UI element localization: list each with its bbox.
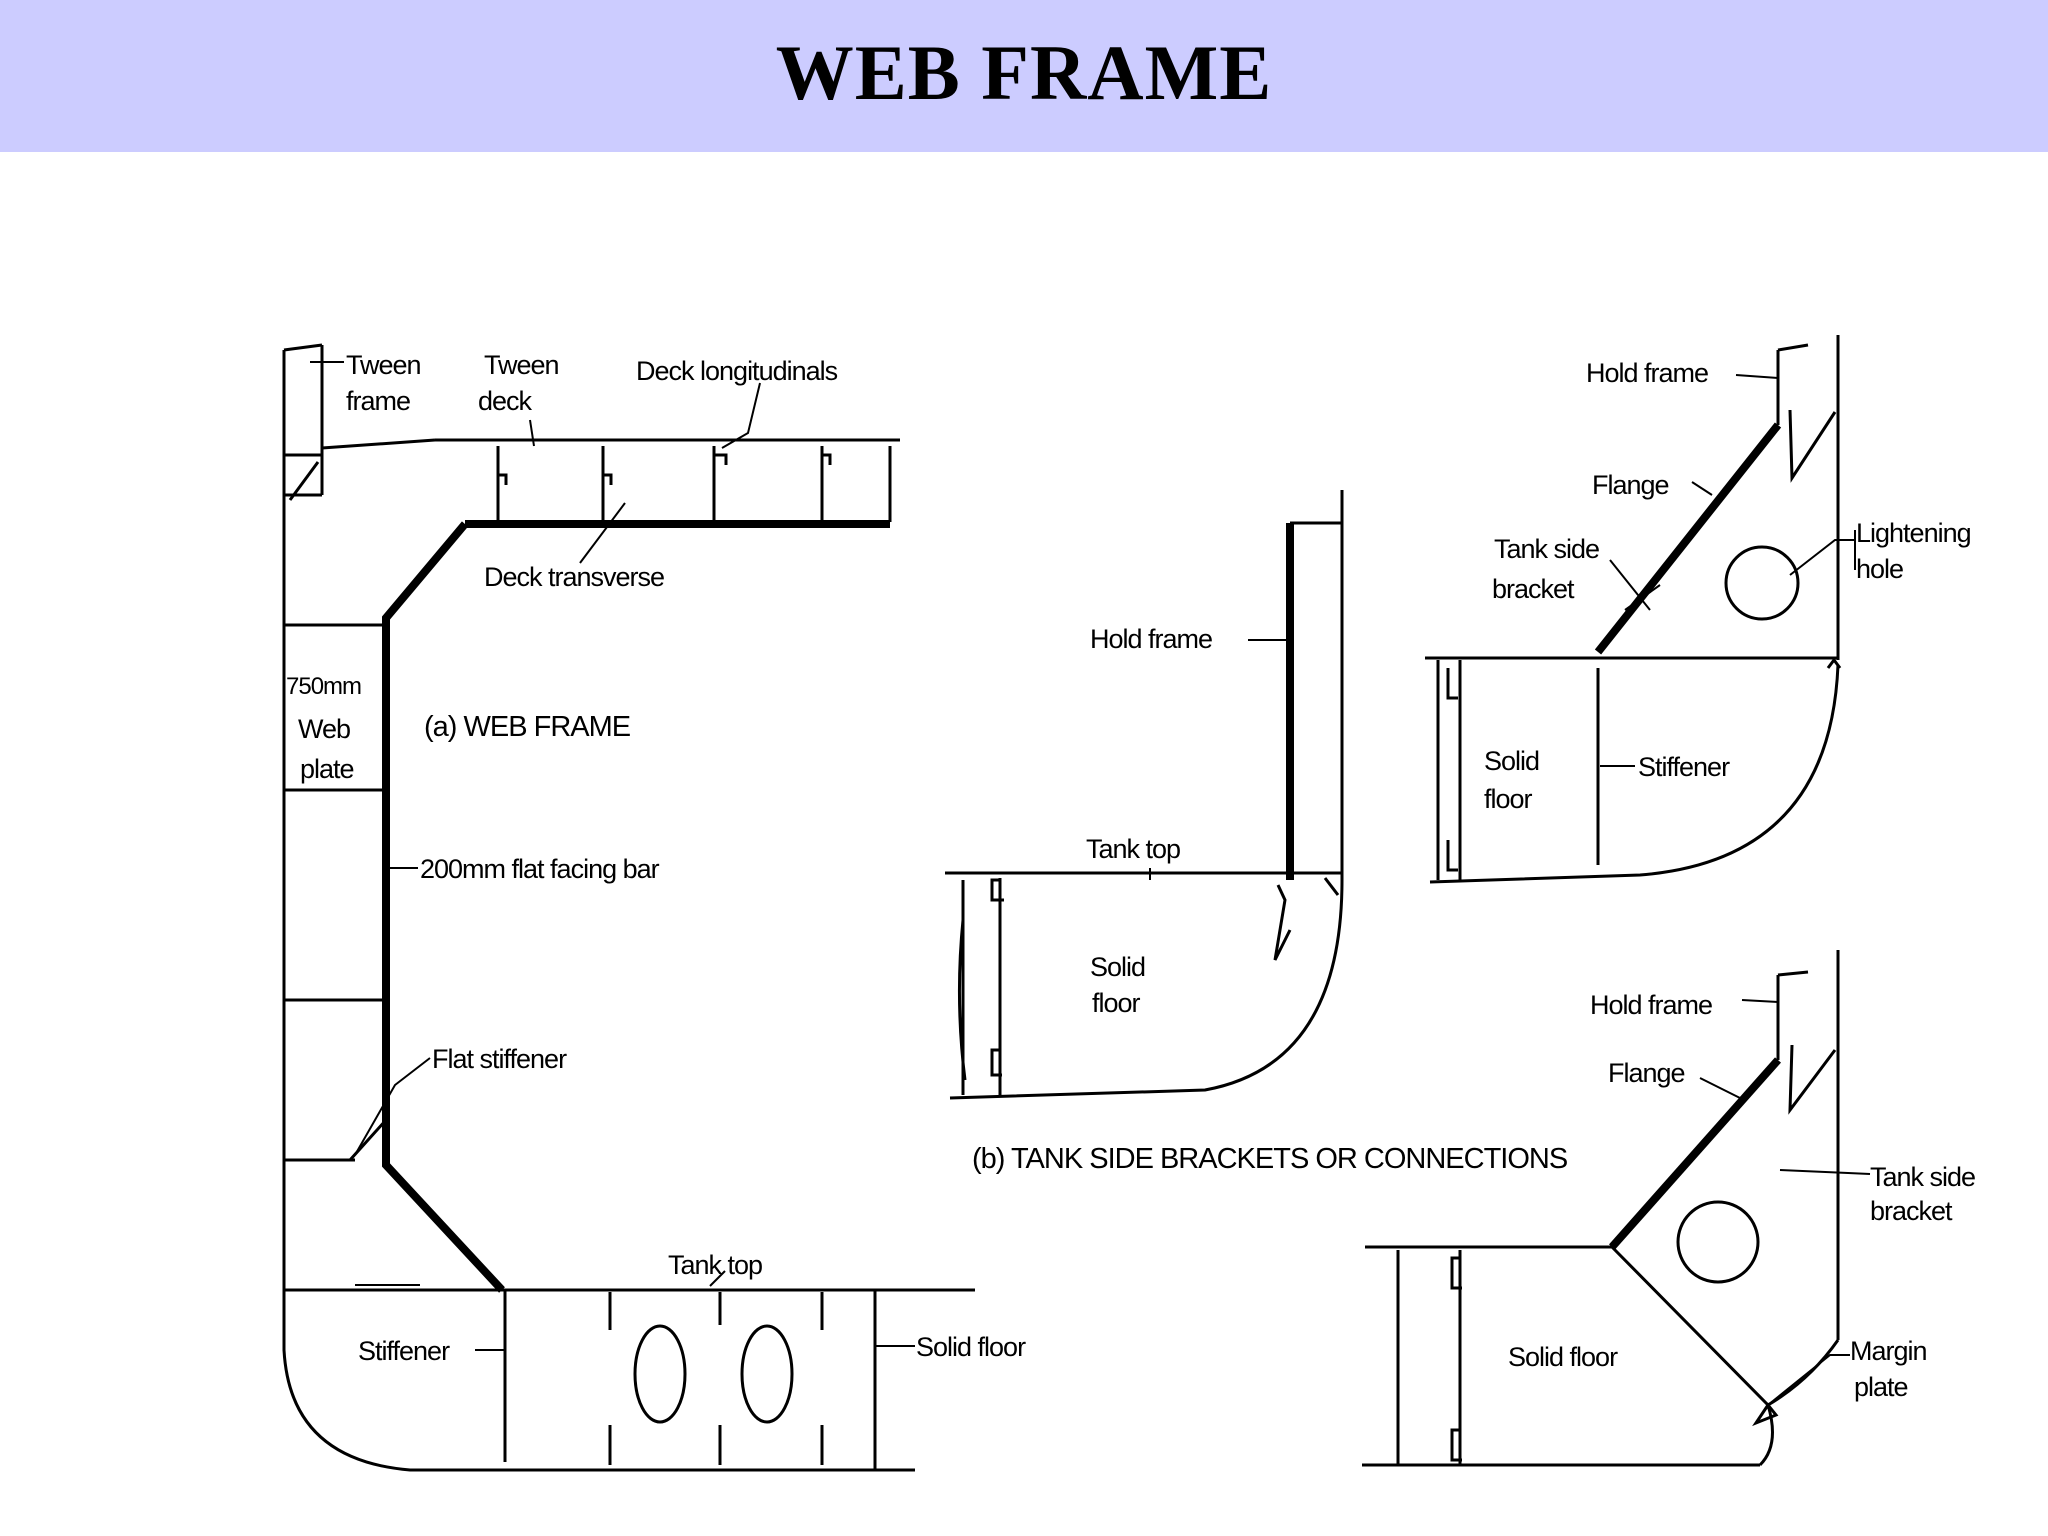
flange-top-right	[1594, 422, 1782, 655]
label-hold-frame-tr: Hold frame	[1586, 358, 1708, 388]
label-web-plate-1: 750mm	[286, 673, 361, 700]
label-solid-floor-tr-1: Solid	[1484, 746, 1539, 776]
label-lightening-hole-2: hole	[1856, 554, 1903, 584]
shell-outline	[282, 350, 915, 1472]
label-solid-floor-left-1: Solid	[1090, 952, 1145, 982]
flange-bottom-right	[1609, 1057, 1781, 1250]
caption-tank-side-brackets: (b) TANK SIDE BRACKETS OR CONNECTIONS	[972, 1143, 1568, 1175]
label-lightening-hole-1: Lightening	[1856, 518, 1971, 548]
label-tank-side-bracket-tr-1: Tank side	[1494, 534, 1599, 564]
label-tween-deck-1: Tween	[484, 350, 559, 380]
label-stiffener-tr: Stiffener	[1638, 752, 1730, 782]
label-facing-bar: 200mm flat facing bar	[420, 854, 660, 884]
label-web-plate-2: Web	[298, 714, 350, 744]
web-frame-drawing	[282, 343, 975, 1472]
label-solid-floor-br: Solid floor	[1508, 1342, 1618, 1372]
label-tank-side-bracket-br-1: Tank side	[1870, 1162, 1975, 1192]
label-tank-side-bracket-br-2: bracket	[1870, 1196, 1953, 1226]
label-deck-longitudinals: Deck longitudinals	[636, 356, 838, 386]
tank-side-left-drawing	[945, 490, 1344, 1100]
caption-web-frame: (a) WEB FRAME	[424, 711, 631, 743]
title-bar	[0, 0, 2048, 152]
label-tank-top-left: Tank top	[1086, 834, 1180, 864]
label-hold-frame-left: Hold frame	[1090, 624, 1212, 654]
label-web-plate-3: plate	[300, 754, 354, 784]
label-flange-br: Flange	[1608, 1058, 1685, 1088]
label-tween-frame-1: Tween	[346, 350, 421, 380]
label-deck-transverse: Deck transverse	[484, 562, 664, 592]
facing-bar	[382, 520, 890, 1293]
label-flange-tr: Flange	[1592, 470, 1669, 500]
tank-side-top-right-drawing	[1425, 335, 1842, 884]
label-tween-deck-2: deck	[478, 386, 533, 416]
label-stiffener-a: Stiffener	[358, 1336, 450, 1366]
label-tank-top-a: Tank top	[668, 1250, 762, 1280]
label-tween-frame-2: frame	[346, 386, 410, 416]
label-solid-floor-left-2: floor	[1092, 988, 1141, 1018]
label-solid-floor-tr-2: floor	[1484, 784, 1533, 814]
label-tank-side-bracket-tr-2: bracket	[1492, 574, 1575, 604]
label-flat-stiffener: Flat stiffener	[432, 1044, 567, 1074]
tank-side-bottom-right-drawing	[1362, 950, 1840, 1467]
label-solid-floor-a: Solid floor	[916, 1332, 1026, 1362]
slide-title: WEB FRAME	[775, 29, 1273, 116]
label-margin-plate-2: plate	[1854, 1372, 1908, 1402]
label-hold-frame-br: Hold frame	[1590, 990, 1712, 1020]
label-margin-plate-1: Margin	[1850, 1336, 1927, 1366]
